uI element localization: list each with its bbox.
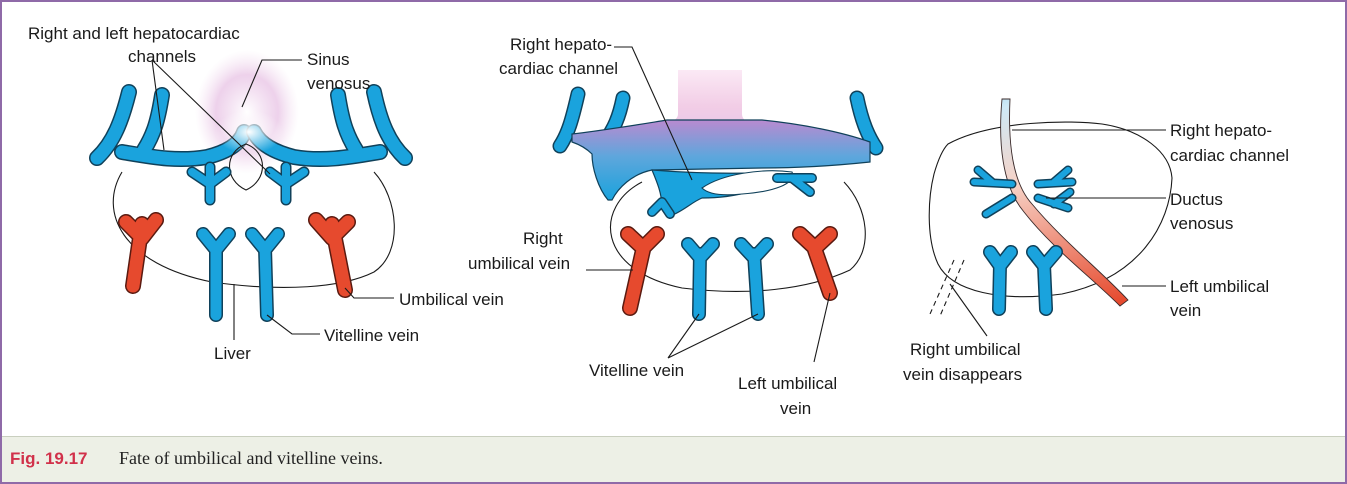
label-disappears-c-2: vein disappears [903, 365, 1022, 384]
label-umbilical-a: Umbilical vein [399, 290, 504, 309]
disappearing-vein [930, 260, 964, 316]
vitelline-veins-c [990, 252, 1056, 309]
panel-b: Right hepato- cardiac channel Right umbi… [468, 35, 876, 418]
label-hepatocardiac-a-1: Right and left hepatocardiac [28, 24, 240, 43]
label-right-umbilical-b-2: umbilical vein [468, 254, 570, 273]
label-ductus-c-1: Ductus [1170, 190, 1223, 209]
label-liver-a: Liver [214, 344, 251, 363]
leader-vitelline-a [267, 315, 320, 334]
label-sinus-a-2: venosus [307, 74, 370, 93]
figure-number: Fig. 19.17 [10, 449, 87, 469]
label-sinus-a-1: Sinus [307, 50, 350, 69]
panel-a: Right and left hepatocardiac channels Si… [28, 24, 504, 363]
figure-caption: Fate of umbilical and vitelline veins. [119, 448, 383, 469]
figure-area: Right and left hepatocardiac channels Si… [2, 2, 1345, 436]
panel-c: Right hepato- cardiac channel Ductus ven… [903, 99, 1289, 384]
veins-diagram: Right and left hepatocardiac channels Si… [2, 2, 1345, 436]
label-left-umbilical-b-2: vein [780, 399, 811, 418]
label-hepatocardiac-a-2: channels [128, 47, 196, 66]
vitelline-veins-a [203, 234, 278, 315]
label-vitelline-a: Vitelline vein [324, 326, 419, 345]
umbilical-veins-b [628, 234, 830, 308]
label-hepatocardiac-b-1: Right hepato- [510, 35, 612, 54]
caption-bar: Fig. 19.17 Fate of umbilical and vitelli… [2, 436, 1345, 482]
label-hepatocardiac-c-1: Right hepato- [1170, 121, 1272, 140]
vitelline-veins-b [688, 244, 767, 314]
label-ductus-c-2: venosus [1170, 214, 1233, 233]
label-left-umbilical-c-2: vein [1170, 301, 1201, 320]
label-left-umbilical-b-1: Left umbilical [738, 374, 837, 393]
label-hepatocardiac-c-2: cardiac channel [1170, 146, 1289, 165]
label-vitelline-b: Vitelline vein [589, 361, 684, 380]
label-left-umbilical-c-1: Left umbilical [1170, 277, 1269, 296]
label-hepatocardiac-b-2: cardiac channel [499, 59, 618, 78]
leader-left-umbilical-b [814, 293, 830, 362]
label-right-umbilical-b-1: Right [523, 229, 563, 248]
leader-vitelline-b [668, 314, 758, 358]
label-disappears-c-1: Right umbilical [910, 340, 1021, 359]
umbilical-veins-a [126, 220, 348, 290]
